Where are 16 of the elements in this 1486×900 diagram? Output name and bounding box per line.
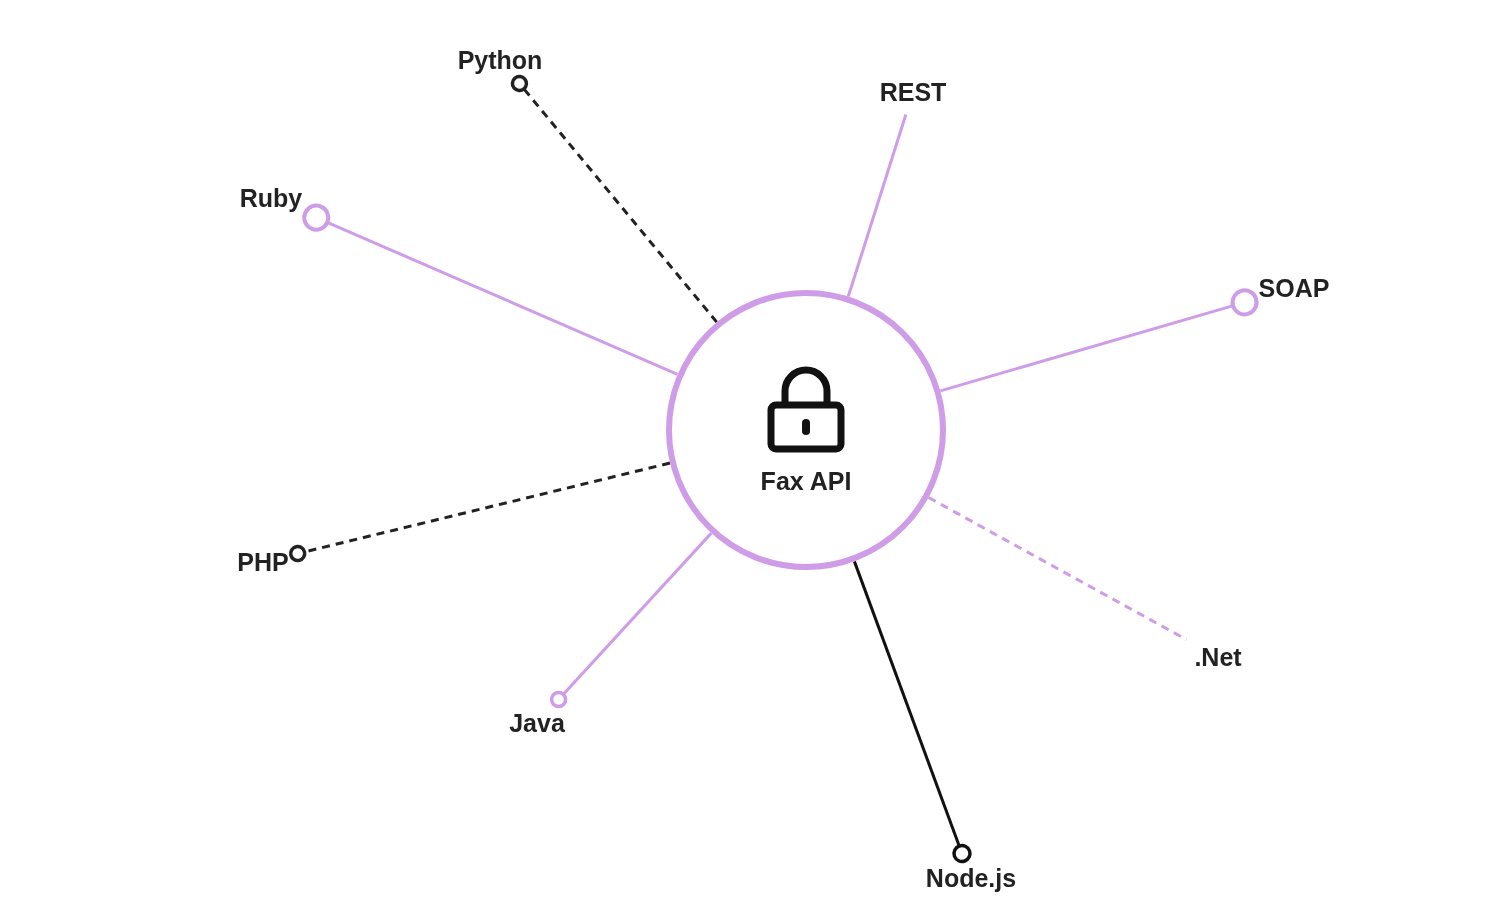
language-label: PHP bbox=[237, 547, 289, 577]
language-label: REST bbox=[879, 77, 947, 107]
language-label: Java bbox=[509, 708, 565, 738]
connector-line bbox=[510, 74, 718, 324]
hub-label: Fax API bbox=[760, 466, 852, 496]
language-label: Ruby bbox=[239, 183, 303, 213]
connector-line bbox=[288, 461, 671, 563]
language-label: Node.js bbox=[925, 863, 1017, 893]
connector-line bbox=[846, 114, 908, 297]
connector-line bbox=[302, 203, 679, 376]
connector-line bbox=[853, 560, 972, 864]
language-label: SOAP bbox=[1258, 273, 1330, 303]
connector-line bbox=[549, 532, 713, 709]
connector-line bbox=[940, 288, 1259, 393]
language-label: .Net bbox=[1194, 642, 1242, 672]
language-label: Python bbox=[457, 45, 543, 75]
